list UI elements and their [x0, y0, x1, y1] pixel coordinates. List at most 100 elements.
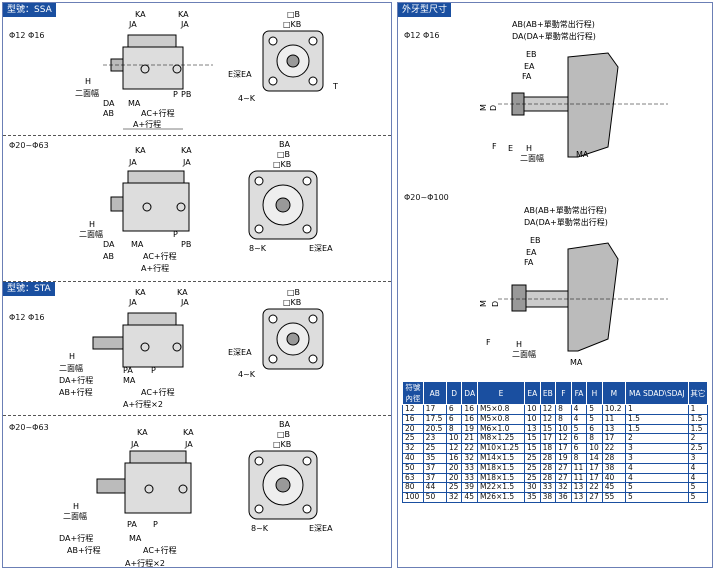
label-ka-5: KA: [135, 288, 146, 297]
label-two-face-ext: 二面幅: [520, 153, 544, 163]
table-cell: 22: [601, 443, 626, 454]
table-cell: 4: [570, 404, 588, 415]
table-cell: 38: [601, 462, 626, 474]
label-fa: FA: [522, 72, 532, 81]
table-cell: 45: [461, 492, 478, 503]
table-cell: M18×1.5: [476, 462, 526, 474]
table-header-cell: EA: [524, 381, 541, 405]
label-two-face: 二面幅: [75, 88, 99, 98]
label-kb-4: □KB: [273, 440, 291, 449]
sta-small-front-view: □B □KB E深EA 4~K: [228, 288, 324, 379]
label-h-4: H: [73, 502, 79, 511]
label-4k-2: 4~K: [238, 370, 256, 379]
table-cell: 55: [601, 492, 626, 503]
table-header-cell: DA: [461, 381, 478, 405]
table-cell: 8: [570, 452, 588, 464]
label-e: E: [508, 144, 513, 153]
label-e-depth-2: E深EA: [309, 244, 333, 253]
label-ab-ext-2: AB(AB+單動常出行程): [524, 205, 607, 215]
label-ja-5: JA: [128, 298, 137, 307]
table-cell: 20: [445, 462, 463, 474]
table-cell: 16: [445, 452, 463, 464]
table-cell: 36: [555, 492, 572, 503]
table-header-cell: E: [476, 381, 526, 405]
label-ka: KA: [135, 10, 146, 19]
rod-end-large-view: AB(AB+單動常出行程) DA(DA+單動常出行程) EB EA FA M D…: [479, 205, 668, 367]
label-p-4: P: [153, 520, 158, 529]
label-ka-6: KA: [177, 288, 188, 297]
diameter-label-5: Φ12 Φ16: [404, 31, 440, 40]
label-eb-2: EB: [530, 236, 541, 245]
table-header-cell: 其它: [687, 381, 709, 405]
label-ja-7: JA: [130, 440, 139, 449]
table-cell: 15: [524, 443, 541, 454]
ssa-small-side-view: KA KA JA JA H 二面幅 DA MA P PB AB AC+行程 A+…: [75, 10, 213, 130]
table-cell: 2: [624, 433, 689, 445]
label-pb-2: PB: [181, 240, 191, 249]
label-kb: □KB: [283, 20, 301, 29]
label-ma: MA: [128, 99, 141, 108]
table-cell: 5: [687, 492, 709, 503]
table-cell: 11: [601, 413, 626, 425]
table-cell: 28: [539, 452, 557, 464]
ssa-section-title: 型號：SSA: [3, 3, 56, 17]
table-header-cell: M: [601, 381, 626, 405]
table-cell: 22: [461, 443, 478, 454]
table-cell: 3: [624, 443, 689, 454]
label-ja-8: JA: [184, 440, 193, 449]
label-pa: PA: [123, 366, 133, 375]
label-ac-stroke-3: AC+行程: [141, 387, 175, 397]
label-a-stroke-x2: A+行程×2: [123, 399, 163, 409]
label-ac-stroke-4: AC+行程: [143, 545, 177, 555]
ssa-large-side-view: KA KA JA JA H 二面幅 DA MA P PB AB AC+行程 A+…: [79, 146, 192, 273]
label-t: T: [332, 82, 338, 91]
label-d: D: [489, 105, 498, 111]
label-fa-2: FA: [524, 258, 534, 267]
label-h: H: [85, 77, 91, 86]
label-ea: EA: [524, 62, 535, 71]
label-ma-2: MA: [131, 240, 144, 249]
table-cell: 5: [624, 482, 689, 494]
label-two-face-ext-2: 二面幅: [512, 349, 536, 359]
label-ea-2: EA: [526, 248, 537, 257]
table-cell: 12: [539, 413, 557, 425]
table-cell: 3: [687, 452, 709, 464]
label-ab-2: AB: [103, 252, 114, 261]
table-header-cell: H: [586, 381, 603, 405]
table-cell: 16: [402, 413, 424, 425]
table-cell: 28: [601, 452, 626, 464]
label-da-stroke: DA+行程: [59, 375, 93, 385]
label-p: P: [173, 90, 178, 99]
table-cell: M14×1.5: [476, 452, 526, 464]
table-header-cell: F: [555, 381, 572, 405]
label-pb: PB: [181, 90, 191, 99]
table-cell: 27: [586, 492, 603, 503]
diameter-label-6: Φ20~Φ100: [404, 193, 449, 202]
label-e-depth: E深EA: [228, 70, 252, 79]
table-cell: 8: [555, 404, 572, 415]
right-panel: 外牙型尺寸 Φ12 Φ16 AB(AB+單動常出行程) DA(DA+單動常出行程…: [397, 2, 713, 568]
label-da-stroke-2: DA+行程: [59, 533, 93, 543]
sta-large-side-view: KA KA JA JA H 二面幅 DA+行程 AB+行程 PA P MA AC…: [59, 428, 194, 568]
label-ja-6: JA: [180, 298, 189, 307]
diameter-label-4: Φ20~Φ63: [9, 423, 49, 432]
table-cell: 1.5: [624, 413, 689, 425]
table-cell: 2.5: [687, 443, 709, 454]
label-m-2: M: [479, 300, 488, 307]
label-f-2: F: [486, 338, 491, 347]
label-p-3: P: [151, 366, 156, 375]
label-ka-4: KA: [181, 146, 192, 155]
table-cell: 4: [624, 472, 689, 484]
ssa-small-front-view: □B □KB E深EA 4~K T: [228, 10, 338, 103]
label-pa-2: PA: [127, 520, 137, 529]
label-p-2: P: [173, 230, 178, 239]
table-cell: 6: [445, 404, 463, 415]
table-cell: 32: [461, 452, 478, 464]
label-ja-2: JA: [180, 20, 189, 29]
label-ja-4: JA: [182, 158, 191, 167]
